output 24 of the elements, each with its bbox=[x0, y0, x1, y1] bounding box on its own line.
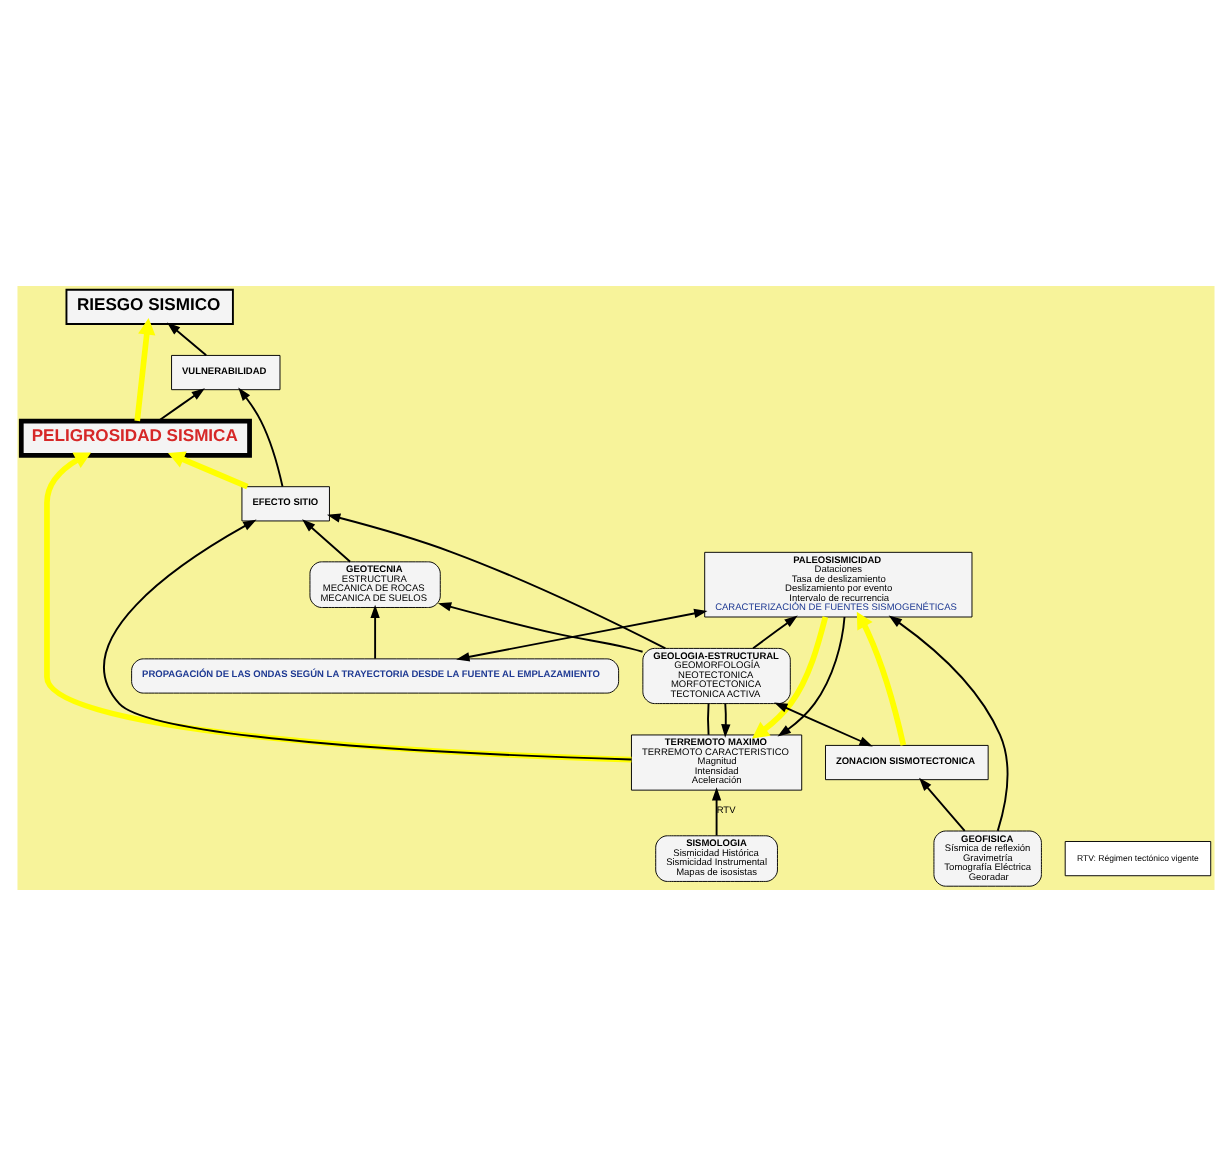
arrow bbox=[774, 701, 873, 746]
arrow bbox=[777, 615, 846, 736]
arrow bbox=[44, 451, 632, 762]
arrow bbox=[856, 610, 907, 745]
arrow bbox=[302, 518, 352, 562]
arrow bbox=[456, 607, 708, 661]
arrow bbox=[167, 321, 208, 356]
arrow bbox=[370, 603, 380, 659]
arrow bbox=[157, 387, 205, 421]
arrow bbox=[103, 518, 633, 760]
arrow bbox=[721, 701, 731, 737]
node-box: PELIGROSIDAD SISMICA bbox=[18, 417, 252, 457]
arrow bbox=[919, 776, 966, 831]
arrow bbox=[168, 450, 249, 489]
arrow bbox=[711, 786, 722, 836]
connector bbox=[707, 701, 710, 735]
node-box: RIESGO SISMICO bbox=[65, 287, 234, 324]
arrow bbox=[134, 317, 156, 421]
arrow bbox=[437, 601, 644, 652]
arrow bbox=[752, 614, 798, 649]
arrow bbox=[238, 386, 284, 487]
arrow bbox=[326, 512, 667, 649]
arrow bbox=[752, 615, 829, 738]
arrow bbox=[888, 614, 1009, 831]
